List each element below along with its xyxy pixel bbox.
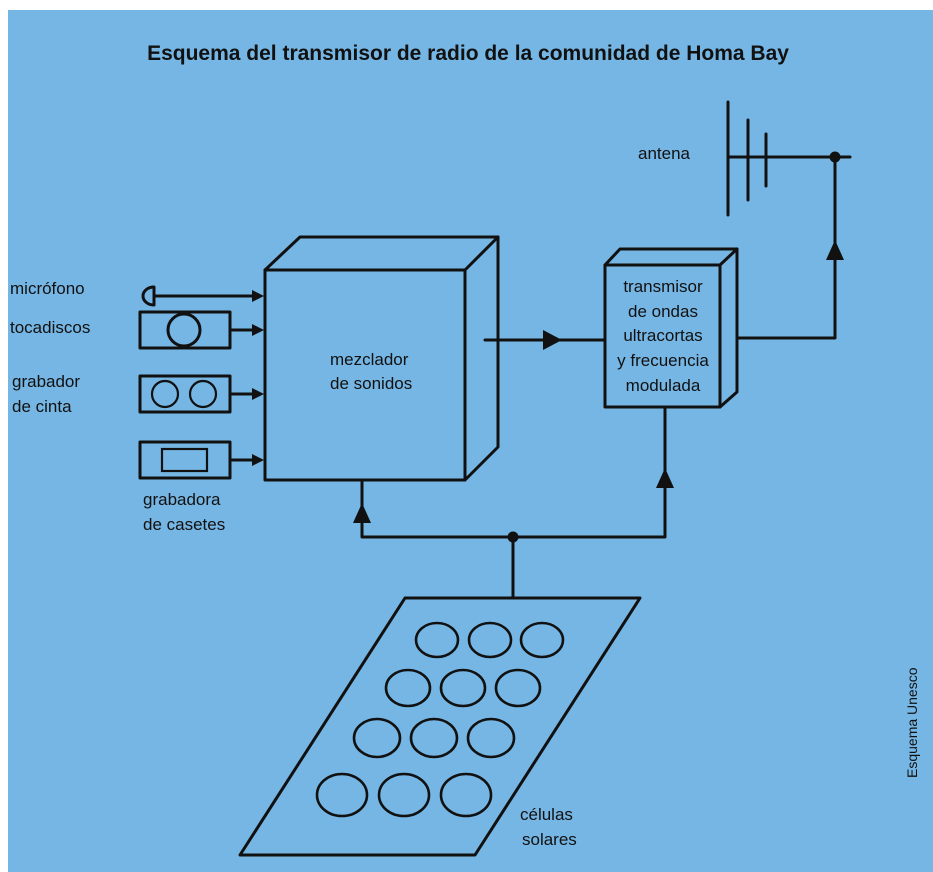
- cassette-recorder-label-line2: de casetes: [143, 515, 225, 534]
- credit-label: Esquema Unesco: [904, 667, 920, 778]
- diagram-title: Esquema del transmisor de radio de la co…: [147, 42, 789, 65]
- antenna-label: antena: [638, 144, 691, 163]
- transmitter-label-line3: ultracortas: [623, 326, 702, 345]
- solar-panel-icon: [238, 596, 642, 857]
- tape-recorder-icon: [138, 374, 264, 414]
- transmitter-label-line5: modulada: [626, 376, 701, 395]
- tape-recorder-label-line1: grabador: [12, 372, 80, 391]
- mixer-box: [263, 235, 500, 482]
- microphone-label: micrófono: [10, 279, 85, 298]
- record-player-label: tocadiscos: [10, 318, 90, 337]
- transmitter-box: [603, 247, 739, 409]
- antenna-icon: [726, 100, 852, 217]
- tape-recorder-label-line2: de cinta: [12, 397, 72, 416]
- transmitter-label-line4: y frecuencia: [617, 351, 709, 370]
- transmitter-label-line2: de ondas: [628, 302, 698, 321]
- microphone-icon: [141, 285, 264, 307]
- mixer-to-transmitter-line: [483, 330, 607, 350]
- transmitter-label-line1: transmisor: [623, 277, 703, 296]
- mixer-label-line2: de sonidos: [330, 374, 412, 393]
- solar-cells-label-line2: solares: [522, 830, 577, 849]
- record-player-icon: [138, 310, 264, 350]
- cassette-recorder-icon: [138, 440, 264, 480]
- mixer-label-line1: mezclador: [330, 350, 409, 369]
- power-line: [353, 405, 674, 600]
- cassette-recorder-label-line1: grabadora: [143, 490, 221, 509]
- solar-cells-label-line1: células: [520, 805, 573, 824]
